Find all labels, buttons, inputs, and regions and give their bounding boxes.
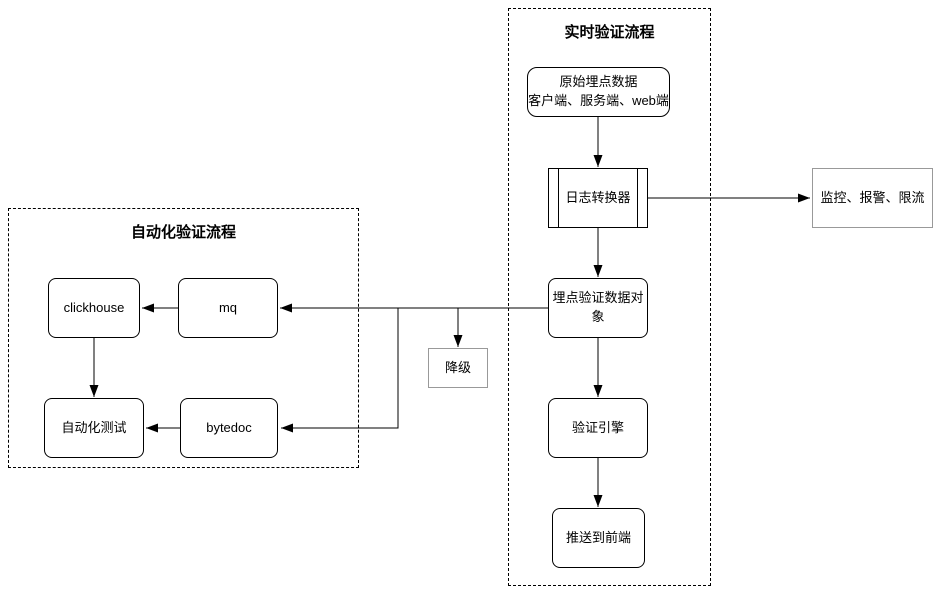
- node-validation-engine: 验证引擎: [548, 398, 648, 458]
- node-log-converter: 日志转换器: [548, 168, 648, 228]
- node-mq: mq: [178, 278, 278, 338]
- node-raw-tracking-data-label: 原始埋点数据 客户端、服务端、web端: [528, 74, 669, 108]
- node-downgrade: 降级: [428, 348, 488, 388]
- node-raw-tracking-data: 原始埋点数据 客户端、服务端、web端: [527, 67, 670, 117]
- automation-flow-title: 自动化验证流程: [130, 224, 236, 241]
- realtime-flow-container: 实时验证流程: [508, 8, 711, 586]
- realtime-flow-title: 实时验证流程: [564, 24, 655, 41]
- node-automated-test: 自动化测试: [44, 398, 144, 458]
- node-bytedoc: bytedoc: [180, 398, 278, 458]
- node-monitor-alert-throttle: 监控、报警、限流: [812, 168, 933, 228]
- node-clickhouse: clickhouse: [48, 278, 140, 338]
- node-validation-data-object: 埋点验证数据对象: [548, 278, 648, 338]
- node-push-to-frontend: 推送到前端: [552, 508, 645, 568]
